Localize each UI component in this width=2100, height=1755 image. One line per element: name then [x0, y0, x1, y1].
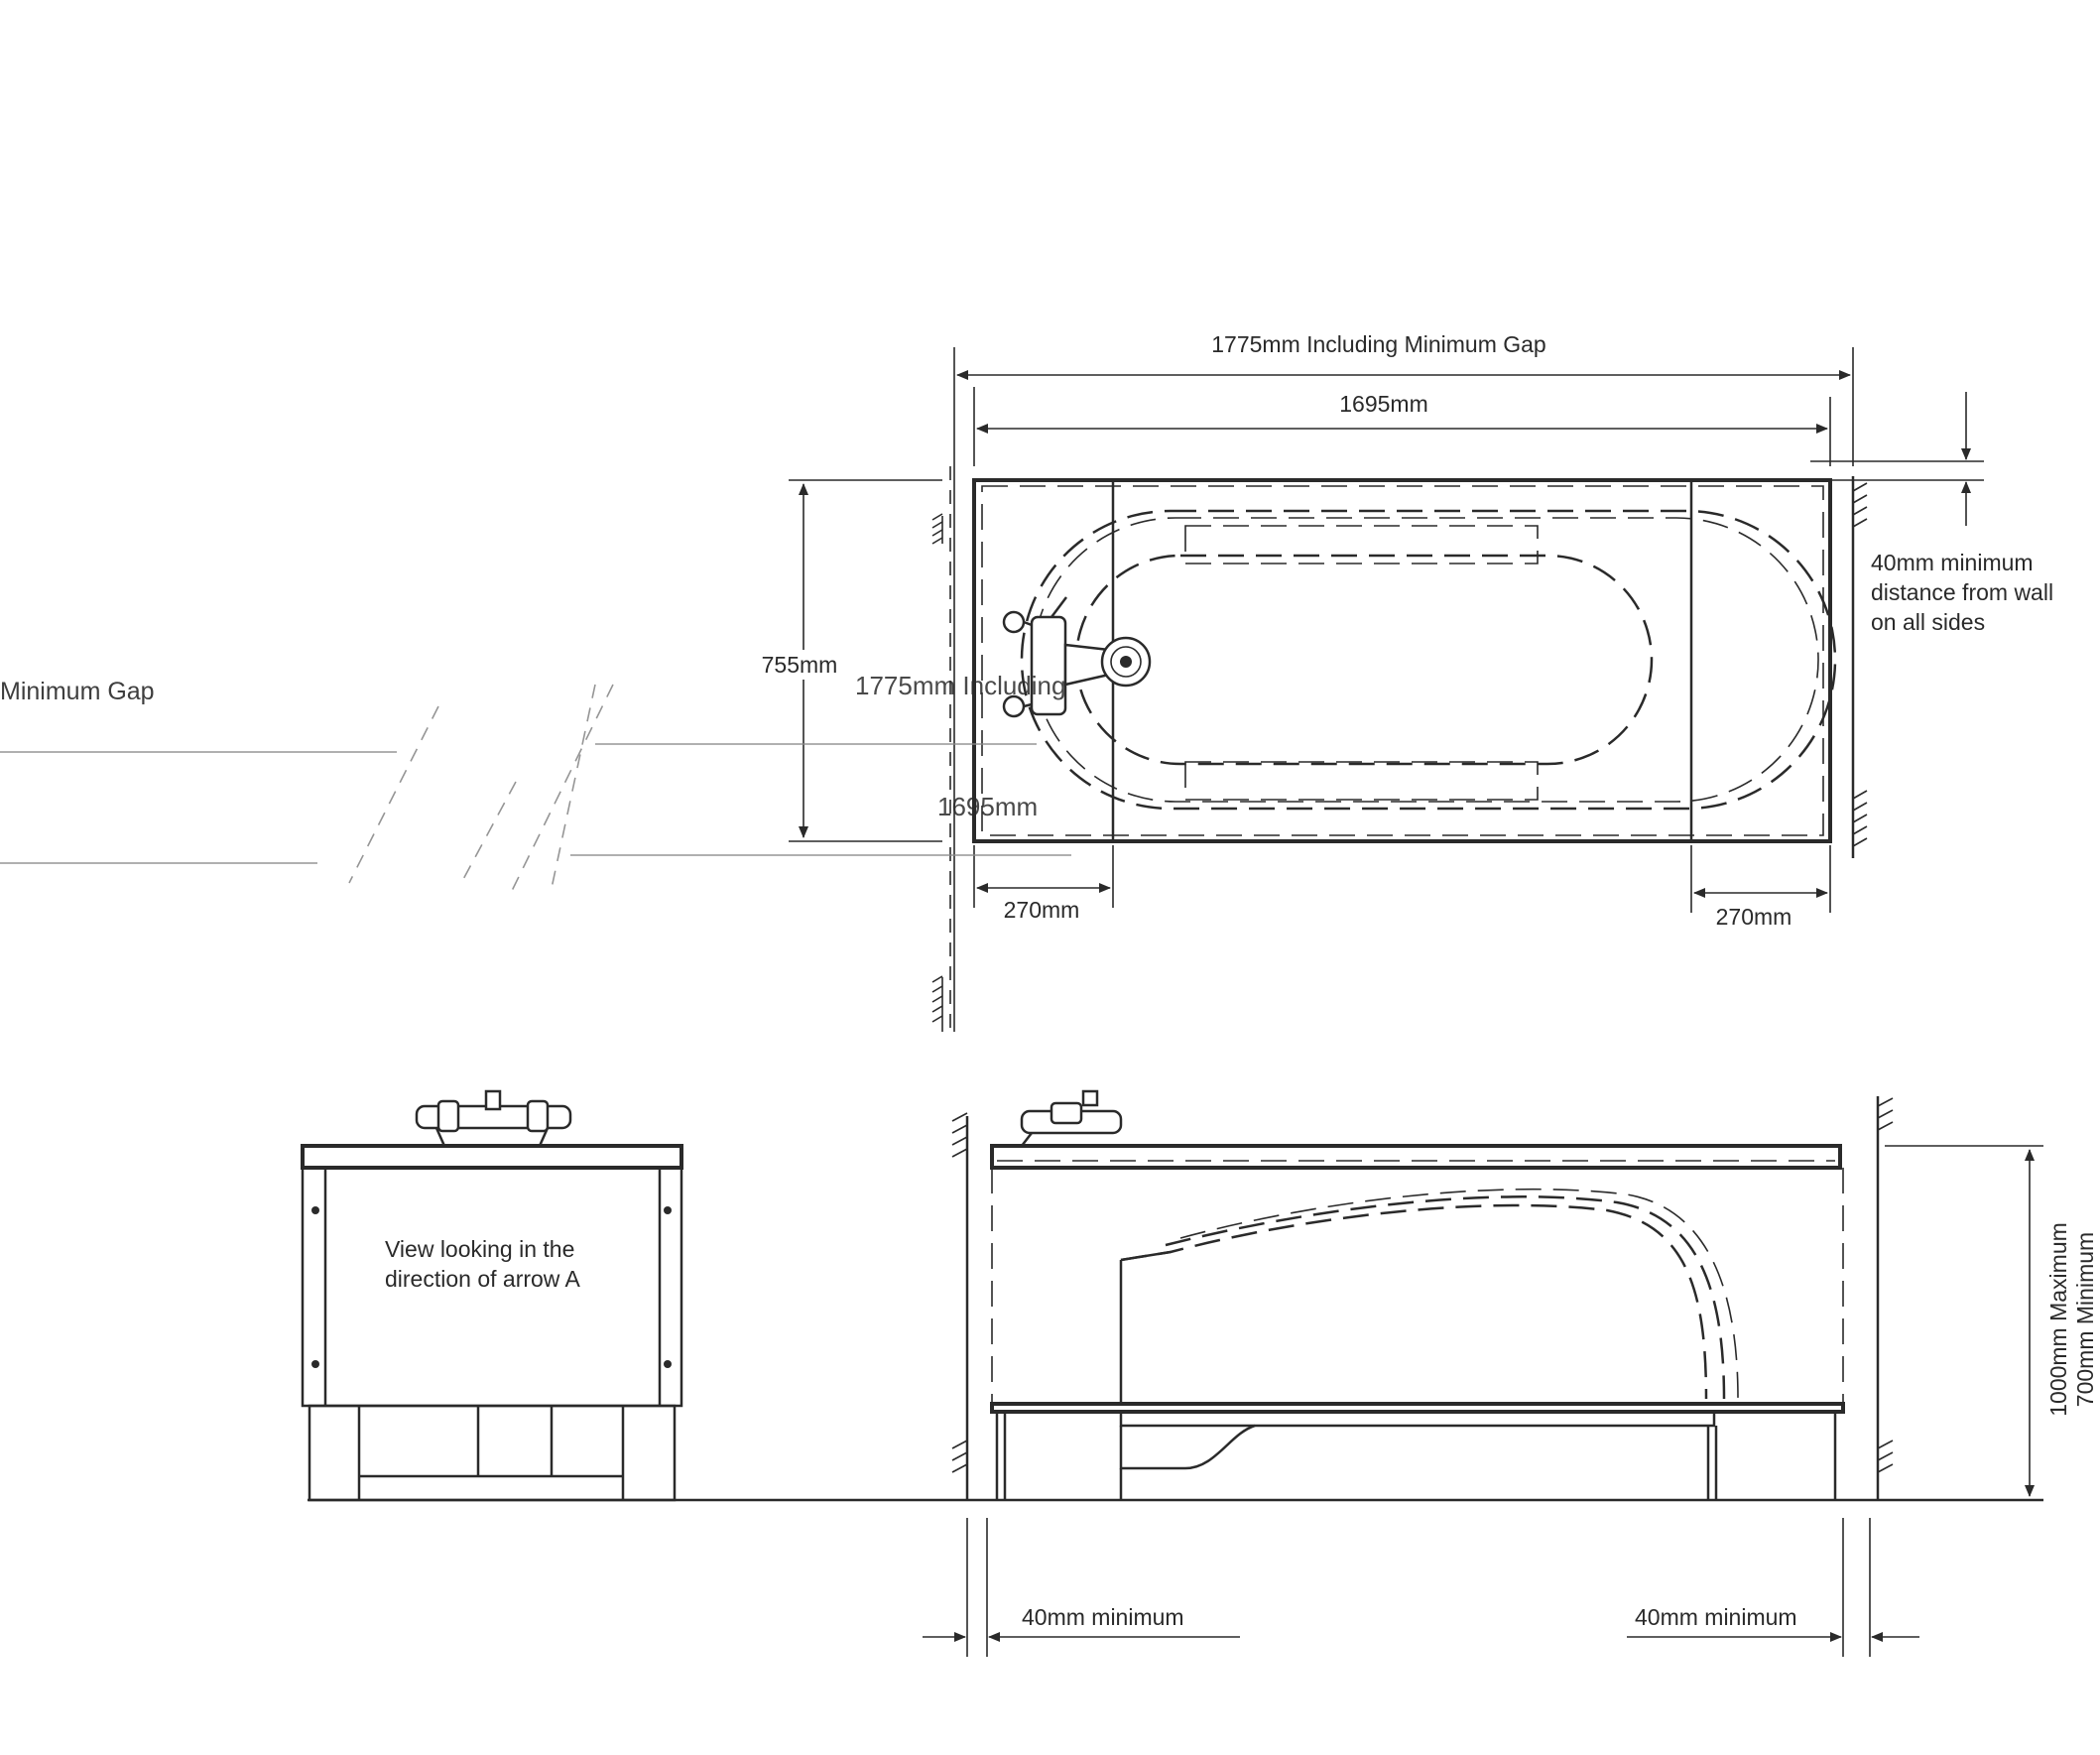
elevation-left-wall-hatch: [951, 1112, 968, 1473]
dim-width: 755mm: [762, 652, 838, 678]
dim-max-height: 1000mm Maximum: [2045, 1222, 2071, 1417]
left-wall-hatch-top: [931, 513, 943, 545]
left-wall-hatch-bottom: [931, 975, 943, 1032]
plan-view: 1775mm Including Minimum Gap 1695mm 755m…: [756, 331, 2053, 1032]
ghost-label-minimum-gap: Minimum Gap: [0, 678, 155, 705]
side-elevation: 1000mm Maximum 700mm Minimum 40mm minimu…: [923, 1089, 2098, 1657]
ghost-left-fragment: Minimum Gap: [0, 678, 1071, 894]
view-note-1: View looking in the: [385, 1236, 574, 1262]
dim-min-height: 700mm Minimum: [2072, 1232, 2098, 1407]
elevation-right-wall-hatch: [1877, 1097, 1894, 1473]
dim-right-deck: 270mm: [1716, 904, 1792, 930]
tap-assembly-end: [415, 1089, 572, 1147]
dim-bath-length: 1695mm: [1339, 391, 1427, 417]
view-note-2: direction of arrow A: [385, 1266, 581, 1292]
dim-left-deck: 270mm: [1004, 897, 1080, 923]
dim-overall-length: 1775mm Including Minimum Gap: [1211, 331, 1545, 357]
end-view: View looking in the direction of arrow A: [301, 1089, 967, 1502]
ghost-label-1695: 1695mm: [937, 792, 1038, 821]
plug-waste-icon: [1100, 636, 1152, 688]
right-wall-hatch: [1852, 482, 1868, 847]
dim-bottom-right-gap: 40mm minimum: [1635, 1604, 1797, 1630]
wall-distance-note-2: distance from wall: [1871, 579, 2053, 605]
tap-assembly-plan: [1002, 596, 1111, 718]
wall-distance-note-3: on all sides: [1871, 609, 1985, 635]
wall-distance-note-1: 40mm minimum: [1871, 550, 2034, 575]
ghost-label-1775: 1775mm Including: [855, 671, 1065, 700]
tap-assembly-side: [1020, 1089, 1123, 1147]
dim-bottom-left-gap: 40mm minimum: [1022, 1604, 1184, 1630]
